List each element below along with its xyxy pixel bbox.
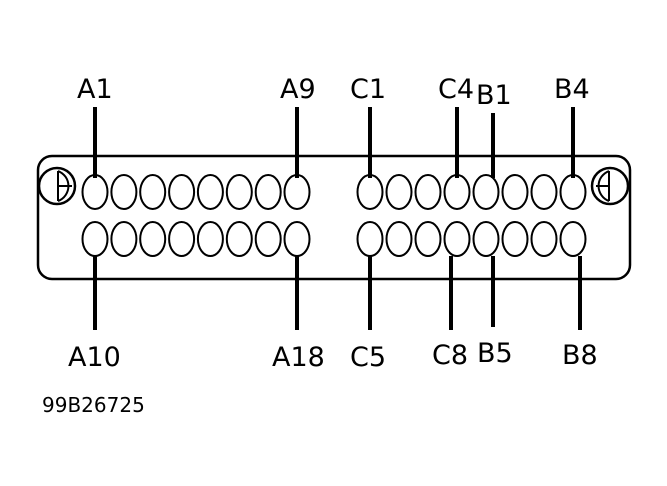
pin-cavity-cb-bottom-4 — [443, 221, 471, 257]
right-mounting-ear — [590, 166, 630, 206]
pin-cavity-a-top-2 — [110, 174, 138, 210]
pin-cavity-cb-top-7 — [530, 174, 558, 210]
pin-cavity-a-bottom-6 — [225, 221, 253, 257]
left-mounting-ear — [37, 166, 77, 206]
pin-cavity-cb-bottom-1 — [356, 221, 384, 257]
label-c5: C5 — [350, 342, 386, 373]
pin-cavity-a-top-8 — [283, 174, 311, 210]
pin-cavity-a-top-7 — [254, 174, 282, 210]
pin-cavity-cb-bottom-6 — [501, 221, 529, 257]
connector-housing — [36, 154, 632, 281]
pin-cavity-a-bottom-5 — [196, 221, 224, 257]
leader-lines — [93, 107, 582, 330]
label-a9: A9 — [280, 74, 316, 105]
pin-cavity-a-bottom-7 — [254, 221, 282, 257]
label-c8: C8 — [432, 340, 468, 371]
pin-cavity-cb-bottom-8 — [559, 221, 587, 257]
pin-cavity-cb-bottom-3 — [414, 221, 442, 257]
figure-reference-code: 99B26725 — [42, 393, 145, 417]
pin-cavity-cb-top-5 — [472, 174, 500, 210]
pin-cavity-a-bottom-3 — [139, 221, 167, 257]
label-c1: C1 — [350, 74, 386, 105]
label-b8: B8 — [562, 340, 598, 371]
pin-cavity-a-top-3 — [139, 174, 167, 210]
pin-cavity-a-top-4 — [168, 174, 196, 210]
pin-cavities — [81, 174, 587, 257]
label-a18: A18 — [272, 342, 325, 373]
pin-cavity-cb-top-4 — [443, 174, 471, 210]
pin-cavity-cb-top-1 — [356, 174, 384, 210]
pin-cavity-cb-top-6 — [501, 174, 529, 210]
pin-cavity-a-bottom-1 — [81, 221, 109, 257]
pin-cavity-a-top-5 — [196, 174, 224, 210]
label-b4: B4 — [554, 74, 590, 105]
label-b5: B5 — [477, 338, 513, 369]
pin-cavity-cb-bottom-7 — [530, 221, 558, 257]
label-a1: A1 — [77, 74, 113, 105]
pin-cavity-cb-top-3 — [414, 174, 442, 210]
pin-cavity-a-bottom-2 — [110, 221, 138, 257]
pin-cavity-cb-top-8 — [559, 174, 587, 210]
pin-cavity-cb-bottom-5 — [472, 221, 500, 257]
label-b1: B1 — [476, 80, 512, 111]
pin-cavity-a-top-6 — [225, 174, 253, 210]
pin-cavity-cb-bottom-2 — [385, 221, 413, 257]
label-a10: A10 — [68, 342, 121, 373]
label-c4: C4 — [438, 74, 474, 105]
pin-cavity-cb-top-2 — [385, 174, 413, 210]
pin-cavity-a-top-1 — [81, 174, 109, 210]
pin-cavity-a-bottom-4 — [168, 221, 196, 257]
pin-cavity-a-bottom-8 — [283, 221, 311, 257]
